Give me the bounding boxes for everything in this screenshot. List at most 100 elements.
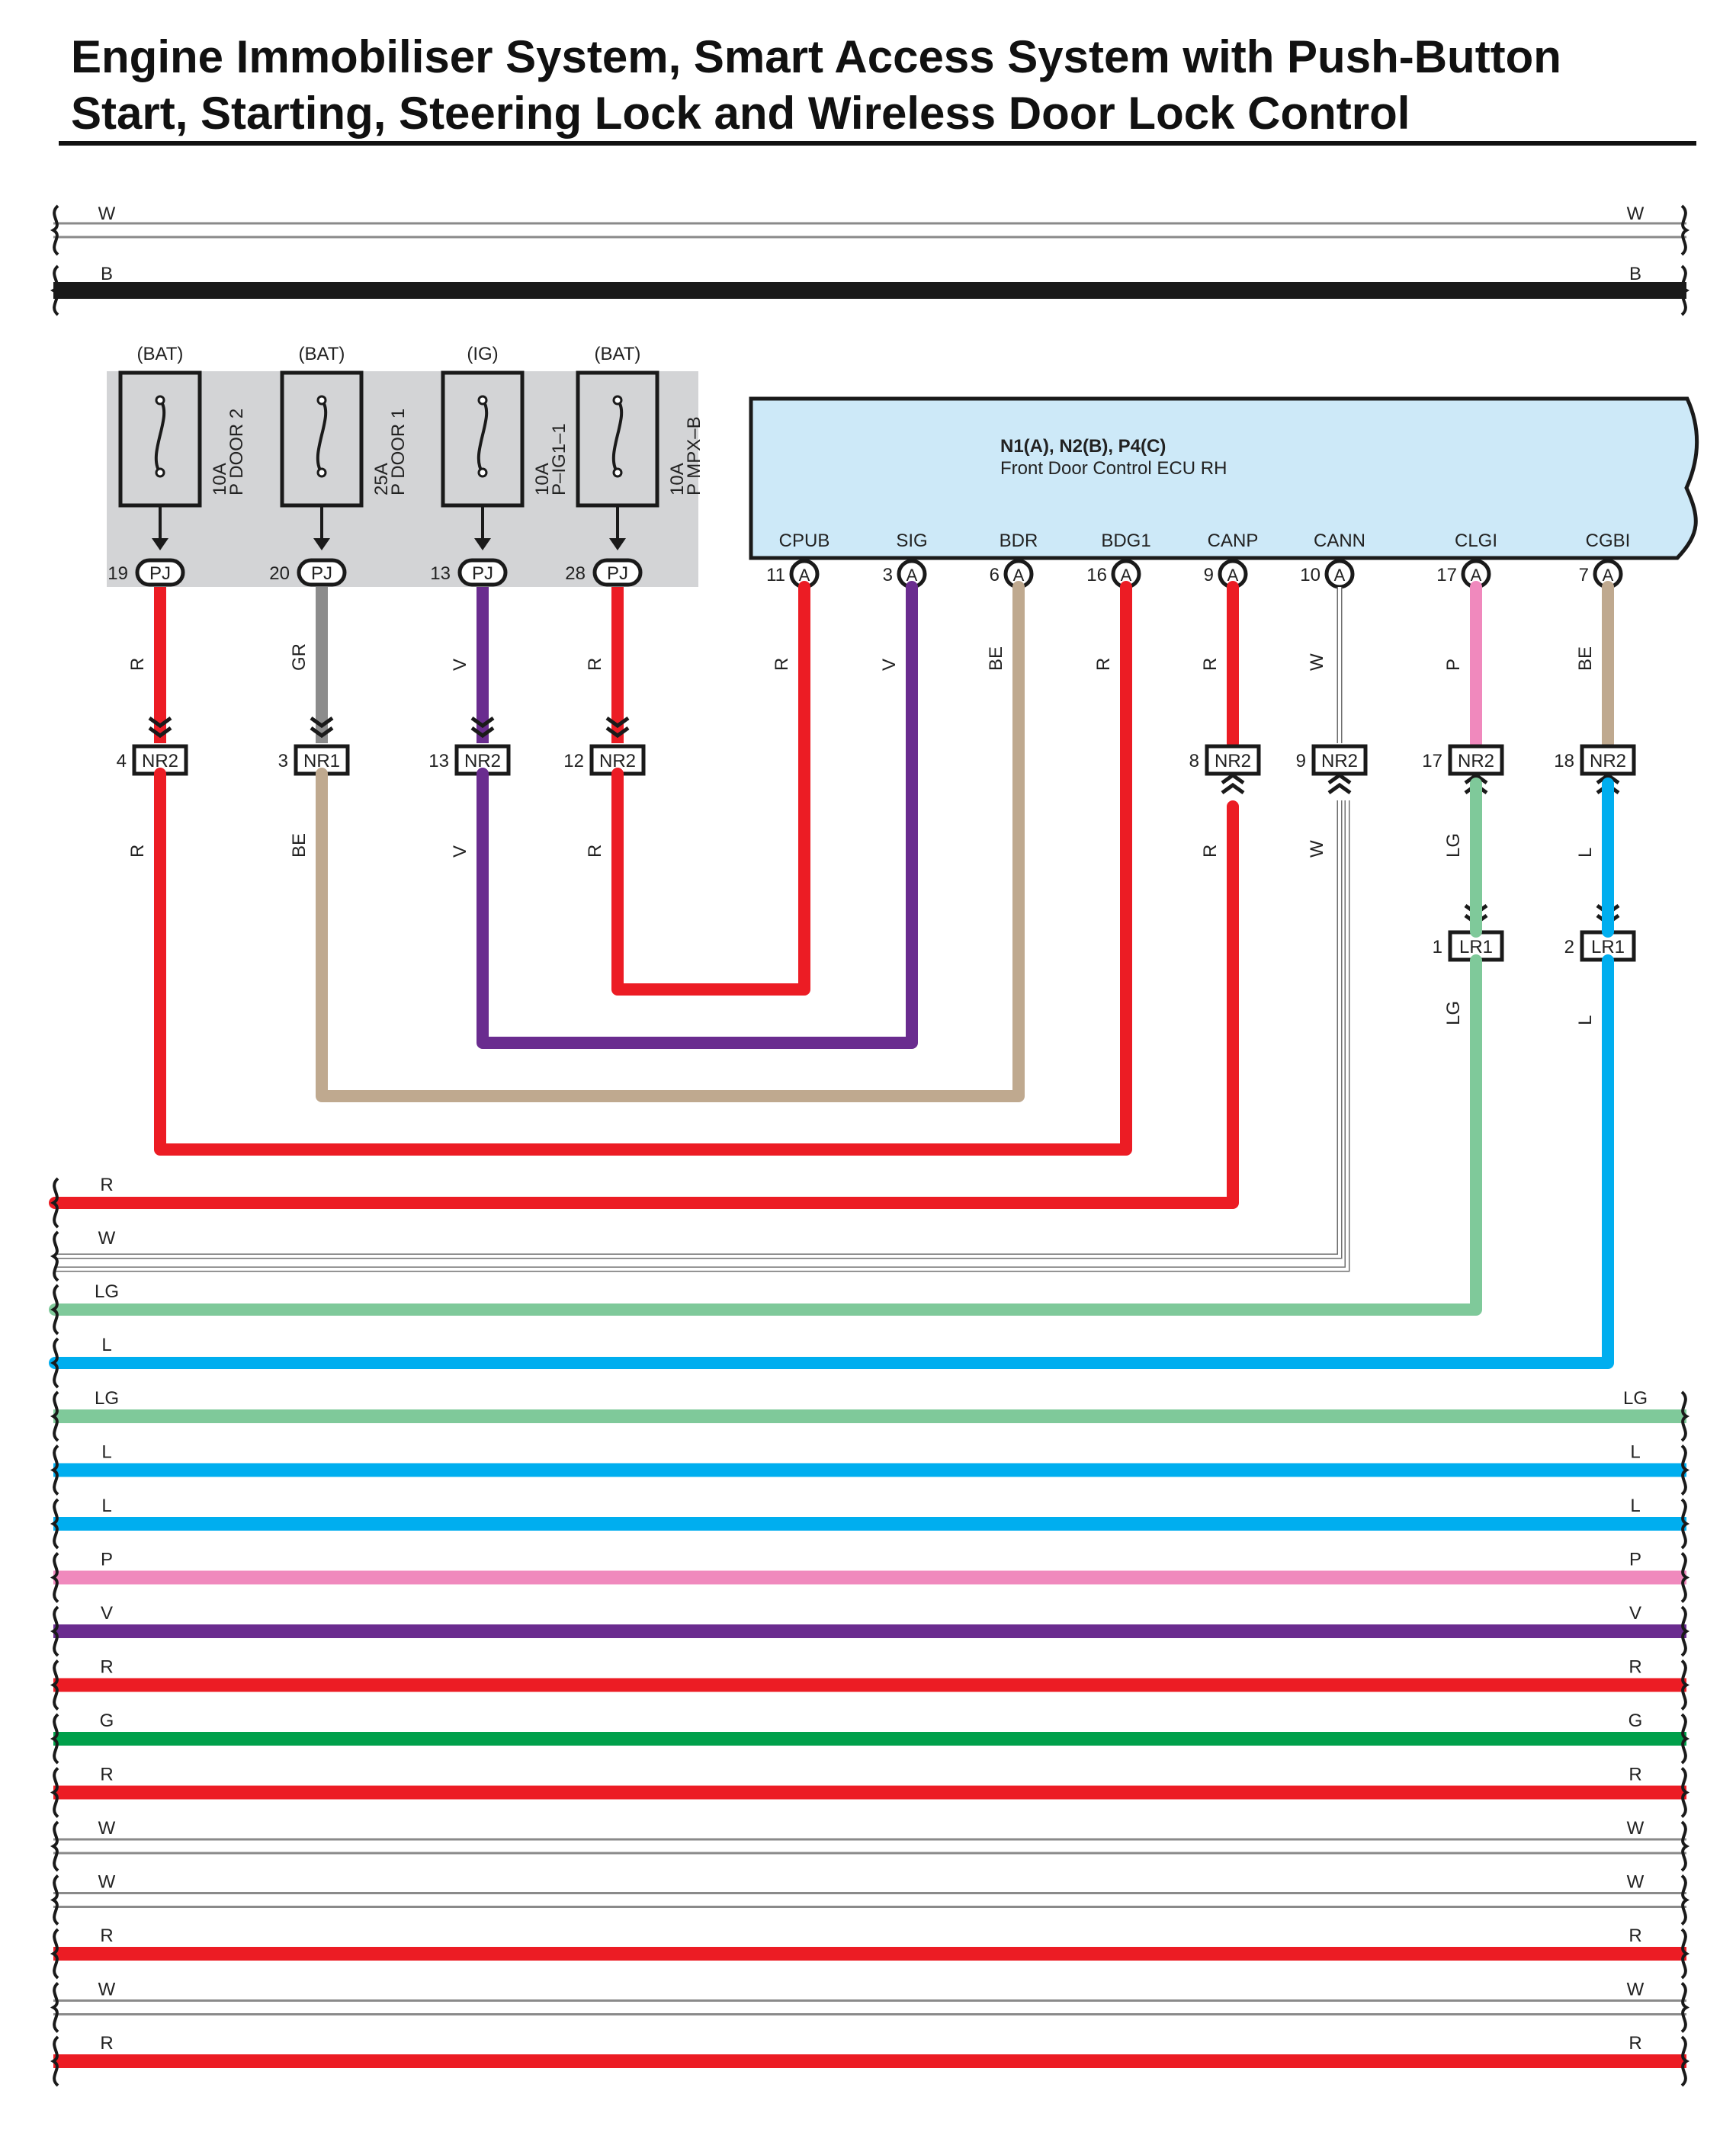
wire-color-label: BE bbox=[986, 646, 1006, 671]
inline-connector-label: NR2 bbox=[1215, 751, 1251, 771]
wire-cann bbox=[55, 800, 1343, 1259]
chevron-up-icon-stroke bbox=[1327, 772, 1352, 785]
fuse-connector-label: PJ bbox=[149, 563, 171, 584]
full-bus-label-right: L bbox=[1630, 1442, 1640, 1463]
bus-break-left bbox=[50, 1284, 59, 1336]
wire-cgbi bbox=[49, 954, 1614, 1369]
full-bus-label-left: W bbox=[98, 1980, 116, 2000]
wire-color-label: V bbox=[450, 845, 470, 858]
bus-break-left bbox=[50, 265, 59, 316]
fuse-rating: 10A bbox=[667, 463, 688, 495]
wire-bdr bbox=[316, 581, 1025, 1102]
chevron-down-icon-stroke bbox=[470, 716, 495, 729]
ecu-terminal-pin: 3 bbox=[883, 565, 893, 585]
fuse-terminal bbox=[316, 395, 327, 406]
full-bus-label-left: R bbox=[100, 1657, 113, 1678]
ecu-connector-title: N1(A), N2(B), P4(C) bbox=[1000, 436, 1166, 457]
ecu-terminal-label: CPUB bbox=[779, 531, 830, 551]
ecu-terminal-connector: A bbox=[1013, 566, 1025, 585]
ecu-terminal-label: CGBI bbox=[1586, 531, 1631, 551]
chevron-up-icon-stroke bbox=[1221, 782, 1245, 795]
left-bus-label: R bbox=[100, 1175, 113, 1195]
full-bus-label-right: G bbox=[1629, 1711, 1643, 1731]
inline-connector-pin: 3 bbox=[278, 751, 288, 771]
wire-cann-outline bbox=[55, 800, 1343, 1259]
bus-break-left bbox=[50, 1713, 59, 1765]
top-bus-label-left: B bbox=[101, 264, 113, 284]
wire-color-label: R bbox=[772, 658, 792, 671]
bus-break-right bbox=[1680, 1981, 1690, 2034]
chevron-up-icon bbox=[1327, 772, 1352, 795]
fuse-power-source: (BAT) bbox=[299, 344, 345, 364]
ecu-terminal-pin: 6 bbox=[990, 565, 1000, 585]
wire-color-label: L bbox=[1575, 848, 1596, 858]
bus-break-right bbox=[1680, 2035, 1690, 2087]
full-bus-label-left: L bbox=[101, 1496, 111, 1516]
arrow-down-icon bbox=[313, 538, 330, 550]
fuse-connector-pin: 13 bbox=[430, 563, 451, 584]
wire-cpub-line bbox=[611, 581, 810, 996]
ecu-terminal-label: CANN bbox=[1314, 531, 1365, 551]
left-bus-label: L bbox=[101, 1335, 111, 1355]
fuse-name: P DOOR 2 bbox=[226, 409, 247, 495]
chevron-down-icon-stroke bbox=[310, 716, 334, 729]
chevron-down-icon bbox=[605, 716, 630, 739]
fuse-terminal bbox=[316, 467, 327, 478]
inline-connector-label: NR2 bbox=[1458, 751, 1494, 771]
bus-break-right bbox=[1680, 1820, 1690, 1872]
fuse-rating: 10A bbox=[210, 463, 230, 495]
wire-color-label: R bbox=[585, 845, 605, 858]
inline-connector-pin: 18 bbox=[1554, 751, 1574, 771]
chevron-down-icon-stroke bbox=[470, 726, 495, 739]
ecu-terminal-connector: A bbox=[1603, 566, 1614, 585]
diagram-title: Engine Immobiliser System, Smart Access … bbox=[71, 29, 1710, 142]
chevron-down-icon bbox=[310, 716, 334, 739]
full-bus-label-right: W bbox=[1627, 1980, 1645, 2000]
fuse-name: P–IG1–1 bbox=[549, 423, 570, 495]
fuse-element-icon bbox=[477, 399, 489, 474]
wire-color-label: BE bbox=[1575, 646, 1596, 671]
wire-bdr-line bbox=[316, 581, 1025, 1102]
inline-connector-box bbox=[589, 744, 646, 776]
full-bus-label-right: LG bbox=[1623, 1388, 1648, 1409]
bus-break-left bbox=[50, 1444, 59, 1496]
wire-cann-pair-core bbox=[55, 800, 1349, 1271]
chevron-up-icon-stroke bbox=[1327, 782, 1352, 795]
wire-color-label: LG bbox=[1443, 833, 1464, 858]
ecu-terminal-pin: 9 bbox=[1204, 565, 1214, 585]
inline-connector-box bbox=[1580, 744, 1636, 776]
fuse-terminal bbox=[155, 467, 165, 478]
fuse-power-source: (BAT) bbox=[595, 344, 641, 364]
wire-color-label: W bbox=[1307, 840, 1327, 858]
bus-break-right bbox=[1680, 1605, 1690, 1657]
bus-break-left bbox=[50, 1551, 59, 1604]
wire-color-label: V bbox=[879, 659, 900, 671]
wire-color-label: L bbox=[1575, 1015, 1596, 1025]
lr1-connector-label: LR1 bbox=[1591, 937, 1625, 957]
fuse-terminal bbox=[477, 395, 488, 406]
arrow-down-icon bbox=[474, 538, 491, 550]
ecu-terminal-pin: 11 bbox=[766, 565, 785, 585]
inline-connector-pin: 12 bbox=[563, 751, 584, 771]
wire-color-label: GR bbox=[289, 643, 310, 671]
full-bus-label-left: R bbox=[100, 2033, 113, 2054]
wire-cann-pair bbox=[55, 800, 1350, 1272]
wire-color-label: R bbox=[127, 658, 148, 671]
bus-break-left bbox=[50, 1390, 59, 1442]
connector-pj-oval bbox=[457, 558, 508, 587]
left-bus-label: W bbox=[98, 1228, 116, 1249]
bus-break-right bbox=[1680, 1928, 1690, 1980]
chevron-down-icon-stroke bbox=[310, 726, 334, 739]
left-bus-label: LG bbox=[95, 1281, 119, 1302]
chevron-up-icon-stroke bbox=[1221, 772, 1245, 785]
connector-pj-oval bbox=[592, 558, 643, 587]
full-bus-label-left: LG bbox=[95, 1388, 119, 1409]
ecu-terminal-connector: A bbox=[1334, 566, 1346, 585]
fuse-power-source: (BAT) bbox=[137, 344, 184, 364]
